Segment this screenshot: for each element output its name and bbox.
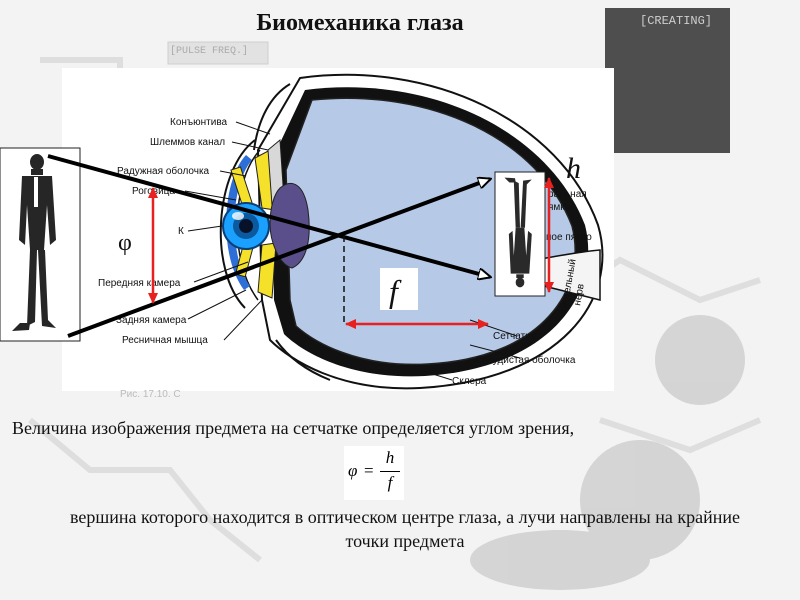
- label-setchatka: Сетчатка: [493, 331, 536, 342]
- figure-caption-partial: Рис. 17.10. С: [120, 389, 181, 400]
- label-resnichnaya: Ресничная мышца: [122, 335, 208, 346]
- label-perednyaya: Передняя камера: [98, 278, 181, 289]
- label-pyatno-partial: пое пятно: [546, 232, 592, 243]
- formula-box: φ = h f: [344, 446, 404, 500]
- phi-symbol: φ: [118, 230, 132, 256]
- label-raduzhnaya: Радужная оболочка: [117, 165, 210, 177]
- h-symbol: h: [566, 152, 581, 185]
- formula-fraction-bar: [380, 471, 400, 472]
- formula-numerator: h: [382, 448, 398, 468]
- caption-line-2: вершина которого находится в оптическом …: [60, 505, 750, 553]
- label-k: К: [178, 226, 184, 237]
- label-centralnaya-partial: ральная: [548, 189, 587, 200]
- caption-line-1: Величина изображения предмета на сетчатк…: [12, 418, 574, 439]
- image-person-inverted: [495, 172, 545, 296]
- f-label-box: [380, 268, 418, 310]
- object-person-upright: [0, 148, 80, 341]
- label-sklera: Склера: [452, 376, 487, 387]
- formula-equals: =: [364, 461, 374, 481]
- label-shlemmov: Шлеммов канал: [150, 137, 225, 148]
- label-zadnyaya: Задняя камера: [116, 315, 187, 326]
- formula-phi: φ: [348, 461, 357, 481]
- label-sosudistaya: Сосудистая оболочка: [475, 354, 576, 366]
- label-konjunktiva: Конъюнтива: [170, 117, 228, 128]
- formula-denominator: f: [382, 473, 398, 493]
- label-yamka-partial: ямка: [548, 202, 571, 213]
